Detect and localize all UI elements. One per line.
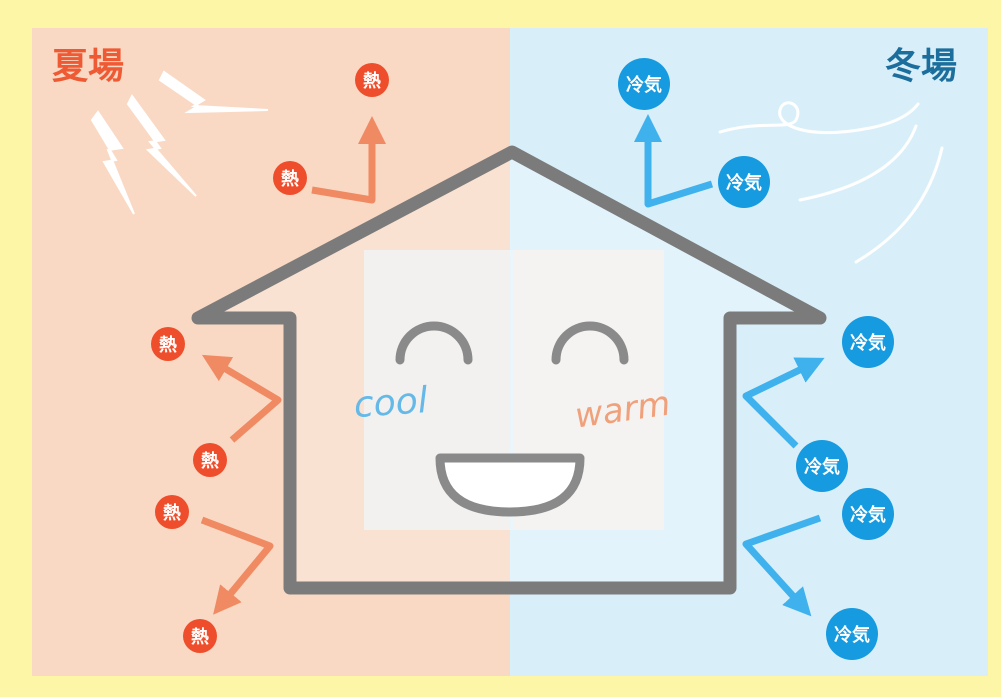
- svg-text:熱: 熱: [201, 450, 219, 472]
- winter-title: 冬場: [885, 46, 957, 87]
- heat-arrow-left-lower: [200, 516, 274, 615]
- heat-badge: 熱: [151, 327, 185, 361]
- cold-badge: 冷気: [842, 316, 894, 368]
- svg-text:冷気: 冷気: [726, 172, 762, 194]
- cold-badge: 冷気: [618, 58, 670, 110]
- svg-text:冷気: 冷気: [834, 624, 870, 646]
- heat-badge: 熱: [355, 63, 389, 97]
- svg-text:熱: 熱: [281, 168, 299, 190]
- heat-badge: 熱: [273, 161, 307, 195]
- svg-text:熱: 熱: [363, 70, 381, 92]
- summer-title: 夏場: [52, 46, 124, 87]
- house-outline: [191, 145, 827, 595]
- cold-badge: 冷気: [718, 156, 770, 208]
- cold-badge: 冷気: [826, 608, 878, 660]
- svg-text:熱: 熱: [163, 502, 181, 524]
- wind-swirl-icon: [718, 101, 944, 264]
- smiley-face-icon: [395, 321, 629, 517]
- cold-arrow-top: [634, 114, 714, 208]
- svg-text:冷気: 冷気: [626, 74, 662, 96]
- heat-badge: 熱: [193, 443, 227, 477]
- cold-badge: 冷気: [842, 488, 894, 540]
- cool-label: cool: [353, 380, 430, 426]
- svg-text:熱: 熱: [159, 334, 177, 356]
- svg-text:冷気: 冷気: [850, 504, 886, 526]
- heat-arrow-top: [311, 116, 386, 204]
- lightning-bolt-icon: [90, 70, 269, 215]
- svg-text:冷気: 冷気: [804, 456, 840, 478]
- heat-arrows: [200, 116, 386, 615]
- heat-arrow-left-upper: [201, 354, 282, 443]
- heat-badge: 熱: [183, 619, 217, 653]
- cold-arrow-right-upper: [742, 357, 825, 449]
- cold-badge: 冷気: [796, 440, 848, 492]
- cold-arrow-right-lower: [742, 514, 822, 617]
- cold-arrows: [634, 114, 825, 617]
- svg-text:冷気: 冷気: [850, 332, 886, 354]
- svg-text:熱: 熱: [191, 626, 209, 648]
- heat-badge: 熱: [155, 495, 189, 529]
